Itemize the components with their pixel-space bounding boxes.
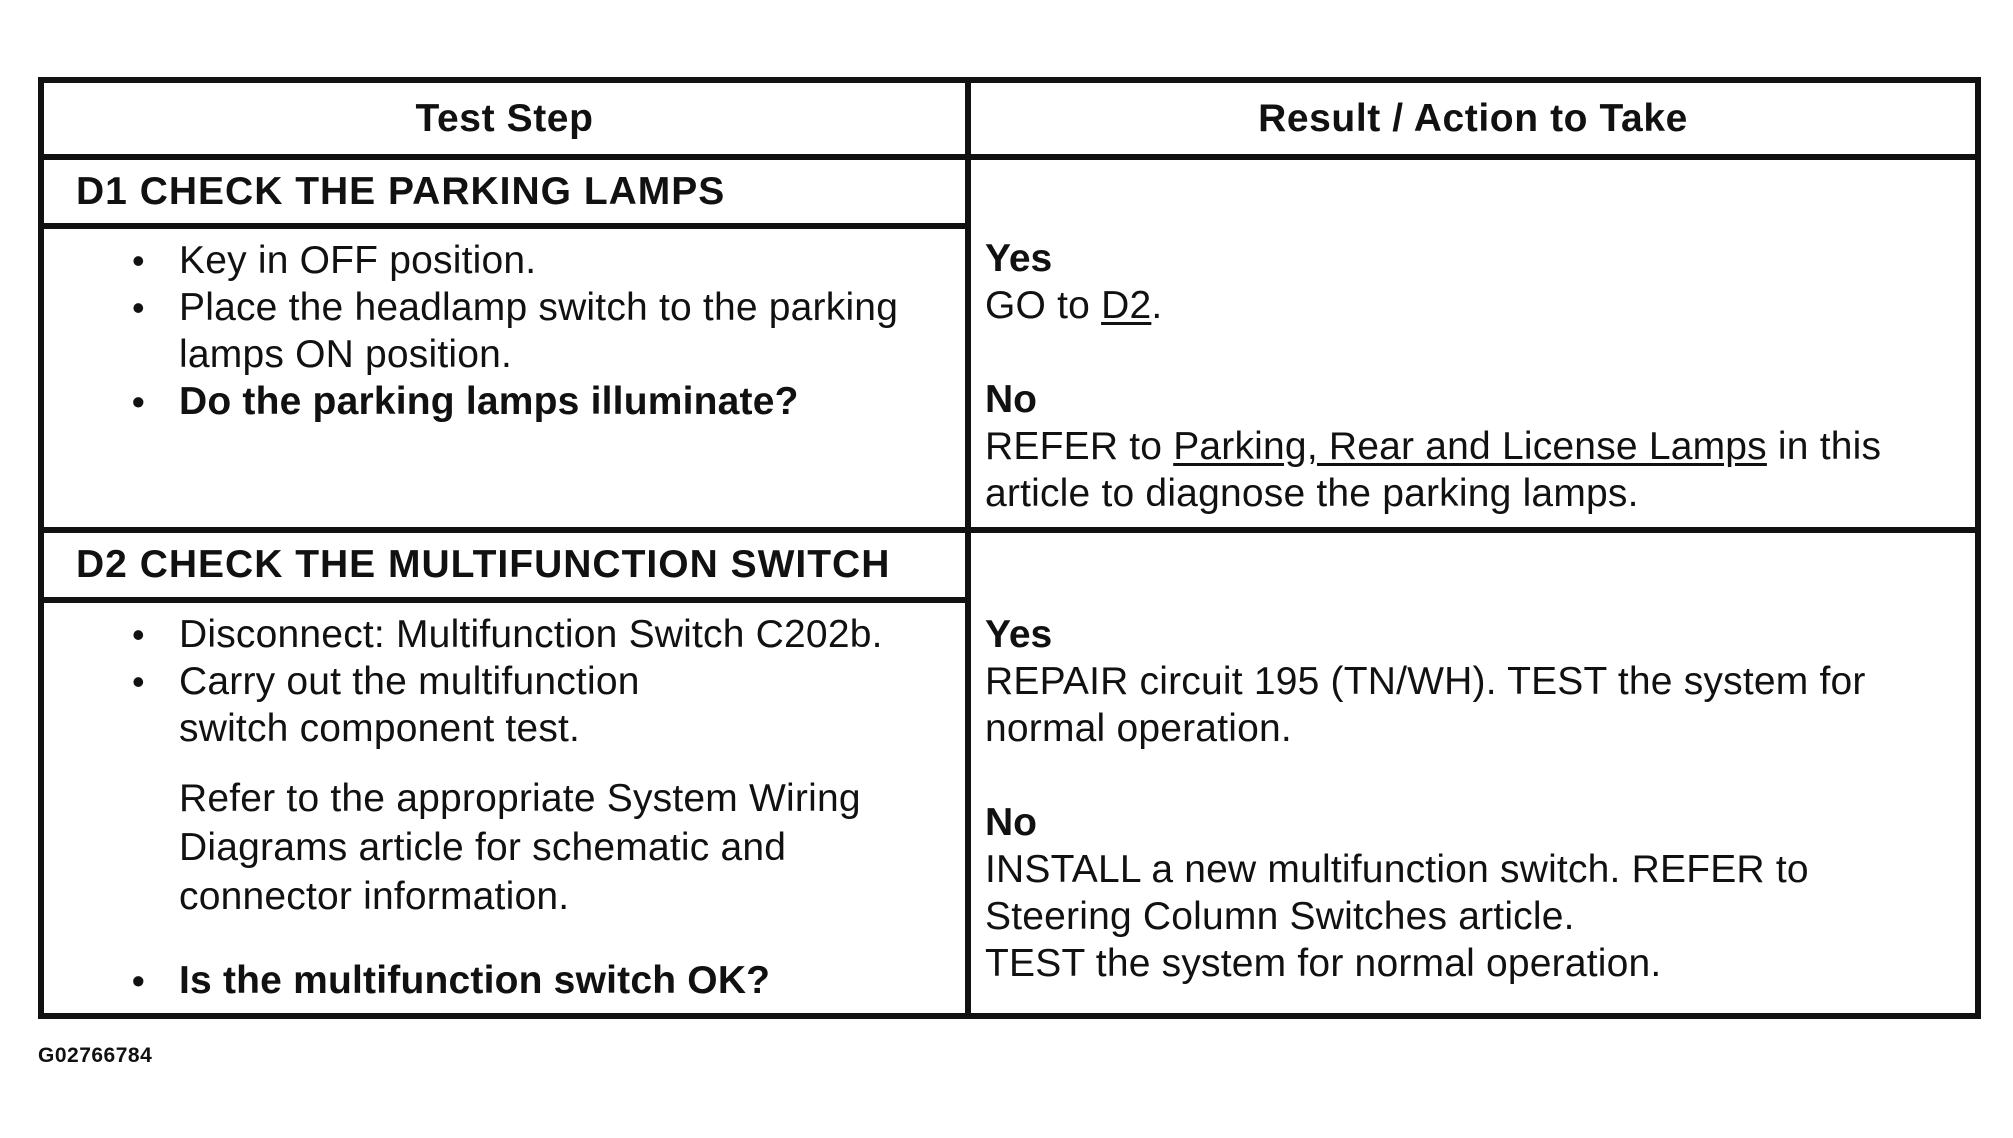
- result-yes-text: GO to D2.: [985, 282, 1975, 329]
- test-procedure-table: Test Step Result / Action to Take D1 CHE…: [38, 77, 1981, 1019]
- result-yes-label: Yes: [985, 613, 1053, 656]
- step-d2-question-list: Is the multifunction switch OK?: [44, 957, 965, 1004]
- d1-title-divider: [44, 223, 965, 229]
- d2-title-divider: [44, 597, 965, 603]
- step-d1-body: Key in OFF position. Place the headlamp …: [44, 237, 965, 425]
- row-divider: [44, 527, 1975, 533]
- result-no-text: REFER to Parking, Rear and License Lamps…: [985, 423, 1975, 517]
- step-d2-result: Yes REPAIR circuit 195 (TN/WH). TEST the…: [985, 611, 1975, 987]
- step-d2-title: D2 CHECK THE MULTIFUNCTION SWITCH: [76, 543, 891, 586]
- bullet-item: Carry out the multifunction switch compo…: [44, 658, 965, 752]
- result-no-line: Steering Column Switches article.: [985, 895, 1575, 938]
- step-d1-bullets: Key in OFF position. Place the headlamp …: [44, 237, 965, 425]
- result-no-label: No: [985, 378, 1037, 421]
- result-text: REFER to: [985, 425, 1174, 468]
- result-no-line: TEST the system for normal operation.: [985, 942, 1662, 985]
- link-d2[interactable]: D2: [1101, 284, 1152, 327]
- column-divider: [965, 83, 971, 1013]
- result-no-line: INSTALL a new multifunction switch. REFE…: [985, 848, 1809, 891]
- step-d2-note: Refer to the appropriate System Wiring D…: [179, 777, 861, 918]
- result-text: GO to: [985, 284, 1102, 327]
- step-d2-body: Disconnect: Multifunction Switch C202b. …: [44, 611, 965, 1004]
- step-d2-bullets: Disconnect: Multifunction Switch C202b. …: [44, 611, 965, 752]
- step-d1-title: D1 CHECK THE PARKING LAMPS: [76, 169, 726, 213]
- step-d1-result: Yes GO to D2. No REFER to Parking, Rear …: [985, 235, 1975, 517]
- bullet-question: Do the parking lamps illuminate?: [44, 378, 965, 425]
- result-text: in this article to diagnose the parking …: [985, 425, 1882, 515]
- bullet-item: Disconnect: Multifunction Switch C202b.: [44, 611, 965, 658]
- bullet-item: Key in OFF position.: [44, 237, 965, 284]
- result-yes-text: REPAIR circuit 195 (TN/WH). TEST the sys…: [985, 660, 1866, 750]
- header-test-step: Test Step: [415, 96, 594, 140]
- header-result-action: Result / Action to Take: [1258, 96, 1688, 140]
- result-text: .: [1151, 284, 1163, 327]
- bullet-item: Place the headlamp switch to the parking…: [44, 284, 965, 378]
- bullet-question: Is the multifunction switch OK?: [44, 957, 965, 1004]
- figure-id: G02766784: [38, 1044, 153, 1067]
- header-divider: [44, 154, 1975, 160]
- link-parking-rear-license-lamps[interactable]: Parking, Rear and License Lamps: [1173, 425, 1767, 468]
- result-no-label: No: [985, 801, 1037, 844]
- result-yes-label: Yes: [985, 237, 1053, 280]
